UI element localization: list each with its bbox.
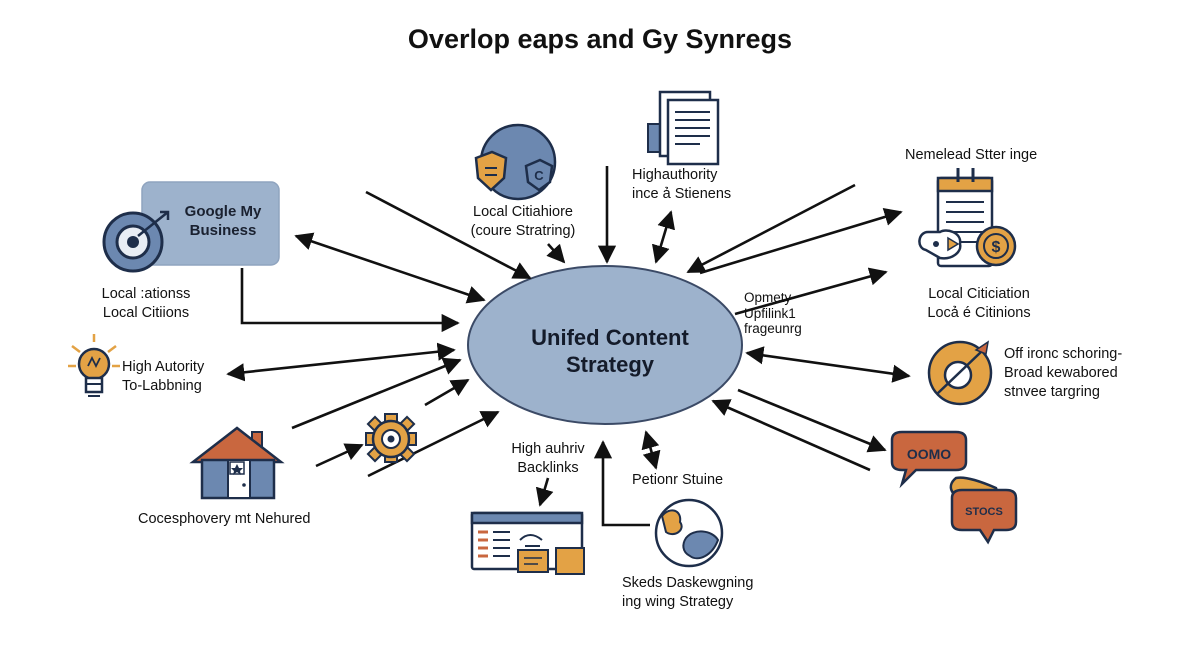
arrow-house xyxy=(315,443,364,468)
high-authority-left-label: High Autority To-Labbning xyxy=(122,359,205,394)
google-business-label: Google My Business xyxy=(184,203,262,239)
arrow-persona xyxy=(641,430,661,470)
local-citiation-right-label: Local Citiciation Locả é Citinions xyxy=(927,286,1031,321)
arrow-backlinks xyxy=(535,477,554,507)
arrow-target xyxy=(745,346,911,383)
dashboard-screen-icon xyxy=(470,511,585,575)
lightbulb-icon xyxy=(68,334,120,397)
hub-label: Unifed Content Strategy xyxy=(531,325,689,377)
high-authority-top-label: Highauthority ince ả Stienens xyxy=(632,167,732,202)
arrow-gear-out xyxy=(367,410,500,478)
arrow-right-diag-2 xyxy=(737,388,887,453)
arrow-diag-left xyxy=(291,357,462,430)
hub-ellipse xyxy=(467,265,743,425)
arrow-top-left-diag xyxy=(365,190,532,280)
cocesphovery-label: Cocesphovery mt Nehured xyxy=(138,511,311,527)
bubble-text-top: OOMO xyxy=(907,446,951,462)
svg-text:C: C xyxy=(534,168,544,183)
arrow-shield xyxy=(546,243,566,264)
arrow-top-right-diag xyxy=(686,183,856,274)
location-pin-icon xyxy=(102,210,170,273)
persona-stuine-label: Petionr Stuine xyxy=(632,472,724,488)
arrow-high-authority-left xyxy=(226,342,456,382)
arrow-gear xyxy=(424,378,470,407)
bubble-text-bottom: STOCS xyxy=(965,506,1003,518)
arrow-elbow-bottom xyxy=(593,440,650,527)
backlinks-label: High auhriv Backlinks xyxy=(511,441,585,476)
document-stack-icon xyxy=(647,90,720,166)
nemelead-label: Nemelead Stter inge xyxy=(905,147,1038,163)
target-icon xyxy=(927,340,993,406)
arrow-calendar-left xyxy=(699,208,903,275)
speech-bubbles-icon: OOMO STOCS xyxy=(890,430,1018,545)
svg-text:$: $ xyxy=(992,239,1001,256)
connectors xyxy=(226,166,911,527)
gear-icon xyxy=(365,413,417,463)
arrow-gmb-out xyxy=(294,232,486,304)
diagram-title: Overlop eaps and Gy Synregs xyxy=(407,24,793,54)
arrow-doc xyxy=(651,210,676,264)
arrow-mid-right-up xyxy=(734,267,888,316)
arrow-elbow-left xyxy=(240,268,460,333)
house-icon xyxy=(189,426,285,500)
globe-icon xyxy=(654,498,724,568)
local-citations-left-label: Local :ationss Local Citiions xyxy=(101,286,191,321)
shield-globe-icon: C xyxy=(474,123,557,201)
off-ironc-label: Off ironc schoring- Broad kewabored stnv… xyxy=(1004,346,1123,400)
local-citation-top-label: Local Citiahiore (coure Stratring) xyxy=(470,204,576,239)
arrow-right-diag-1 xyxy=(711,399,871,472)
opmety-label: Opmety Upfilink1 frageunrg xyxy=(744,290,802,336)
calendar-money-icon: $ xyxy=(918,168,1017,268)
skeds-label: Skeds Daskewgning ing wing Strategy xyxy=(622,575,754,610)
